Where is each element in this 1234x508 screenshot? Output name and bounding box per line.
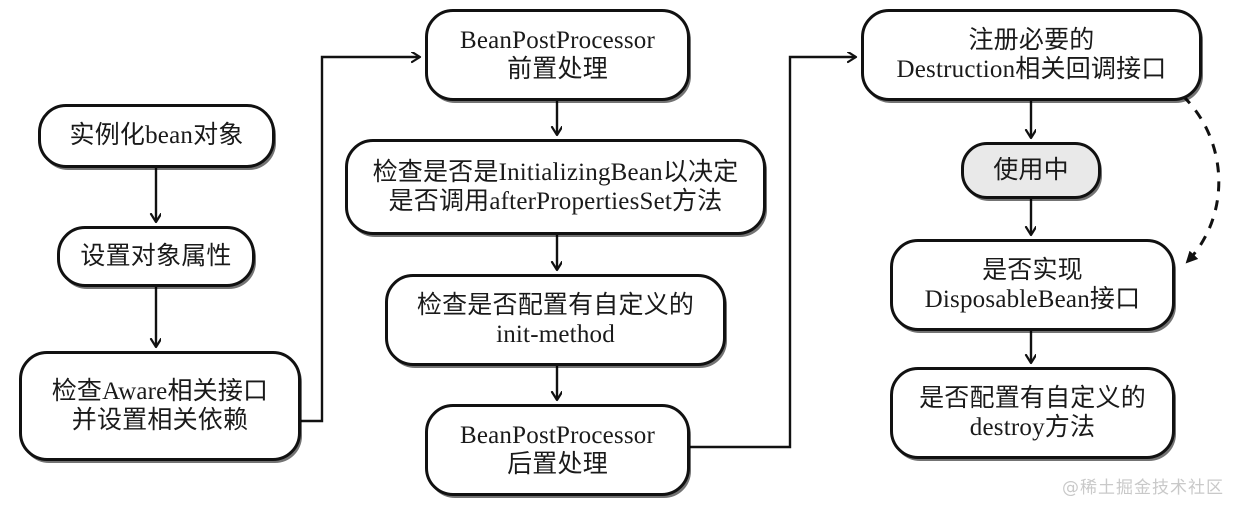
flow-node-instantiate-bean[interactable]: 实例化bean对象 — [38, 104, 275, 168]
flow-node-register-destruction[interactable]: 注册必要的 Destruction相关回调接口 — [861, 9, 1202, 101]
flow-node-label: 是否配置有自定义的 destroy方法 — [919, 384, 1146, 442]
edge-register-to-disposable-dashed — [1181, 94, 1221, 264]
flow-node-init-method[interactable]: 检查是否配置有自定义的 init-method — [385, 274, 726, 366]
flow-node-set-properties[interactable]: 设置对象属性 — [57, 226, 255, 287]
flow-node-label: 检查Aware相关接口 并设置相关依赖 — [51, 377, 269, 435]
flow-node-bpp-after[interactable]: BeanPostProcessor 后置处理 — [425, 404, 690, 496]
flow-node-bpp-before[interactable]: BeanPostProcessor 前置处理 — [425, 9, 690, 101]
flow-node-initializing-bean[interactable]: 检查是否是InitializingBean以决定 是否调用afterProper… — [345, 139, 766, 235]
flow-node-label: 使用中 — [993, 156, 1069, 184]
flow-node-label: 是否实现 DisposableBean接口 — [924, 256, 1141, 314]
edge-bpp-after-to-register — [690, 57, 856, 449]
flow-node-disposable-bean[interactable]: 是否实现 DisposableBean接口 — [890, 239, 1175, 331]
flow-node-in-use[interactable]: 使用中 — [961, 142, 1101, 199]
flow-node-label: 注册必要的 Destruction相关回调接口 — [896, 26, 1167, 84]
watermark-label: @稀土掘金技术社区 — [1062, 478, 1224, 498]
flow-node-check-aware[interactable]: 检查Aware相关接口 并设置相关依赖 — [19, 351, 301, 461]
flow-node-label: BeanPostProcessor 前置处理 — [459, 26, 656, 84]
flow-node-label: 设置对象属性 — [80, 242, 232, 270]
flow-node-label: 实例化bean对象 — [69, 122, 244, 150]
flow-node-label: 检查是否是InitializingBean以决定 是否调用afterProper… — [372, 158, 739, 216]
flow-node-destroy-method[interactable]: 是否配置有自定义的 destroy方法 — [890, 367, 1175, 459]
flow-node-label: BeanPostProcessor 后置处理 — [459, 421, 656, 479]
flow-node-label: 检查是否配置有自定义的 init-method — [416, 291, 695, 349]
edge-aware-to-bpp-before — [301, 57, 420, 423]
